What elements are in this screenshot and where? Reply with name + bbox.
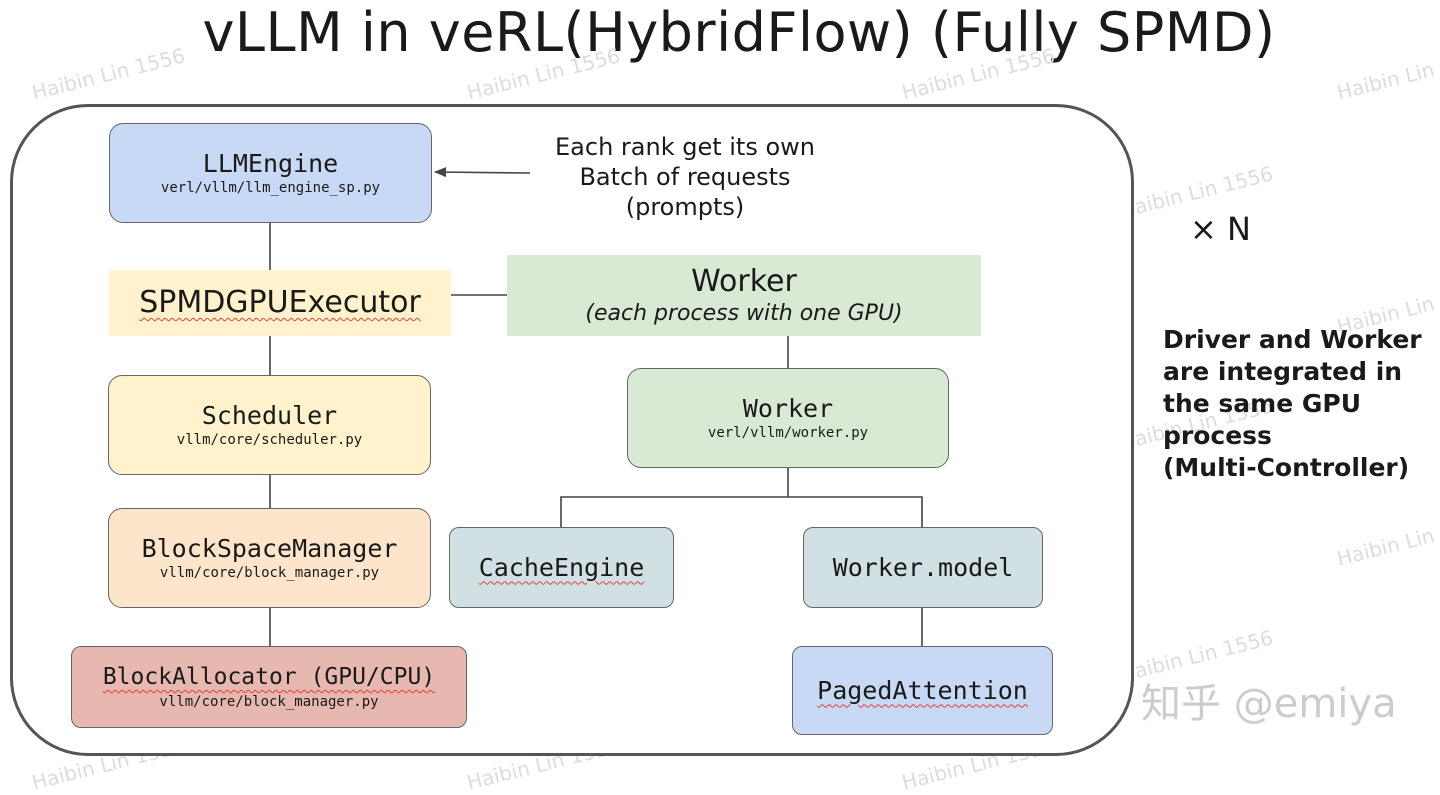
node-title: PagedAttention (817, 675, 1028, 705)
llm-engine-node: LLMEngine verl/vllm/llm_engine_sp.py (109, 123, 432, 223)
node-path: vllm/core/block_manager.py (159, 694, 379, 710)
scheduler-node: Scheduler vllm/core/scheduler.py (108, 375, 431, 475)
connector-lines (269, 167, 923, 646)
cache-engine-node: CacheEngine (449, 527, 674, 608)
node-path: vllm/core/block_manager.py (159, 565, 380, 581)
side-note: Driver and Worker are integrated in the … (1163, 324, 1433, 484)
edge-worker-children (560, 496, 923, 527)
node-path: verl/vllm/llm_engine_sp.py (160, 180, 381, 196)
paged-attention-node: PagedAttention (792, 646, 1053, 735)
side-note-line: Driver and Worker (1163, 325, 1422, 354)
request-note: Each rank get its own Batch of requests … (535, 132, 835, 222)
node-title: Worker.model (832, 552, 1014, 582)
request-note-line: Batch of requests (579, 163, 791, 191)
node-title: Worker (691, 263, 797, 299)
node-title: Worker (742, 394, 834, 423)
node-title: BlockSpaceManager (141, 534, 398, 563)
block-allocator-node: BlockAllocator (GPU/CPU) vllm/core/block… (71, 646, 467, 728)
node-title: LLMEngine (202, 149, 339, 178)
worker-model-node: Worker.model (803, 527, 1043, 608)
node-path: vllm/core/scheduler.py (176, 432, 363, 448)
arrow-requests-to-llmengine (434, 167, 531, 178)
node-subtitle: (each process with one GPU) (585, 300, 903, 326)
page-title: vLLM in veRL(HybridFlow) (Fully SPMD) (202, 1, 1276, 64)
request-note-line: (prompts) (625, 193, 745, 221)
node-title: Scheduler (201, 401, 338, 430)
side-note-line: are integrated in (1163, 357, 1403, 386)
request-note-line: Each rank get its own (555, 133, 815, 161)
node-title: CacheEngine (478, 552, 645, 582)
block-space-manager-node: BlockSpaceManager vllm/core/block_manage… (108, 508, 431, 608)
worker-group-node: Worker (each process with one GPU) (507, 255, 981, 336)
side-note-line: process (1163, 421, 1272, 450)
spmd-executor-node: SPMDGPUExecutor (109, 270, 451, 336)
node-path: verl/vllm/worker.py (707, 425, 869, 441)
side-note-line: (Multi-Controller) (1163, 453, 1410, 482)
brand-watermark: 知乎 @emiya (1141, 681, 1397, 727)
node-title: SPMDGPUExecutor (139, 285, 421, 320)
multiplier-label: × N (1190, 210, 1251, 248)
node-title: BlockAllocator (GPU/CPU) (102, 664, 436, 690)
side-note-line: the same GPU (1163, 389, 1362, 418)
worker-node: Worker verl/vllm/worker.py (627, 368, 949, 468)
